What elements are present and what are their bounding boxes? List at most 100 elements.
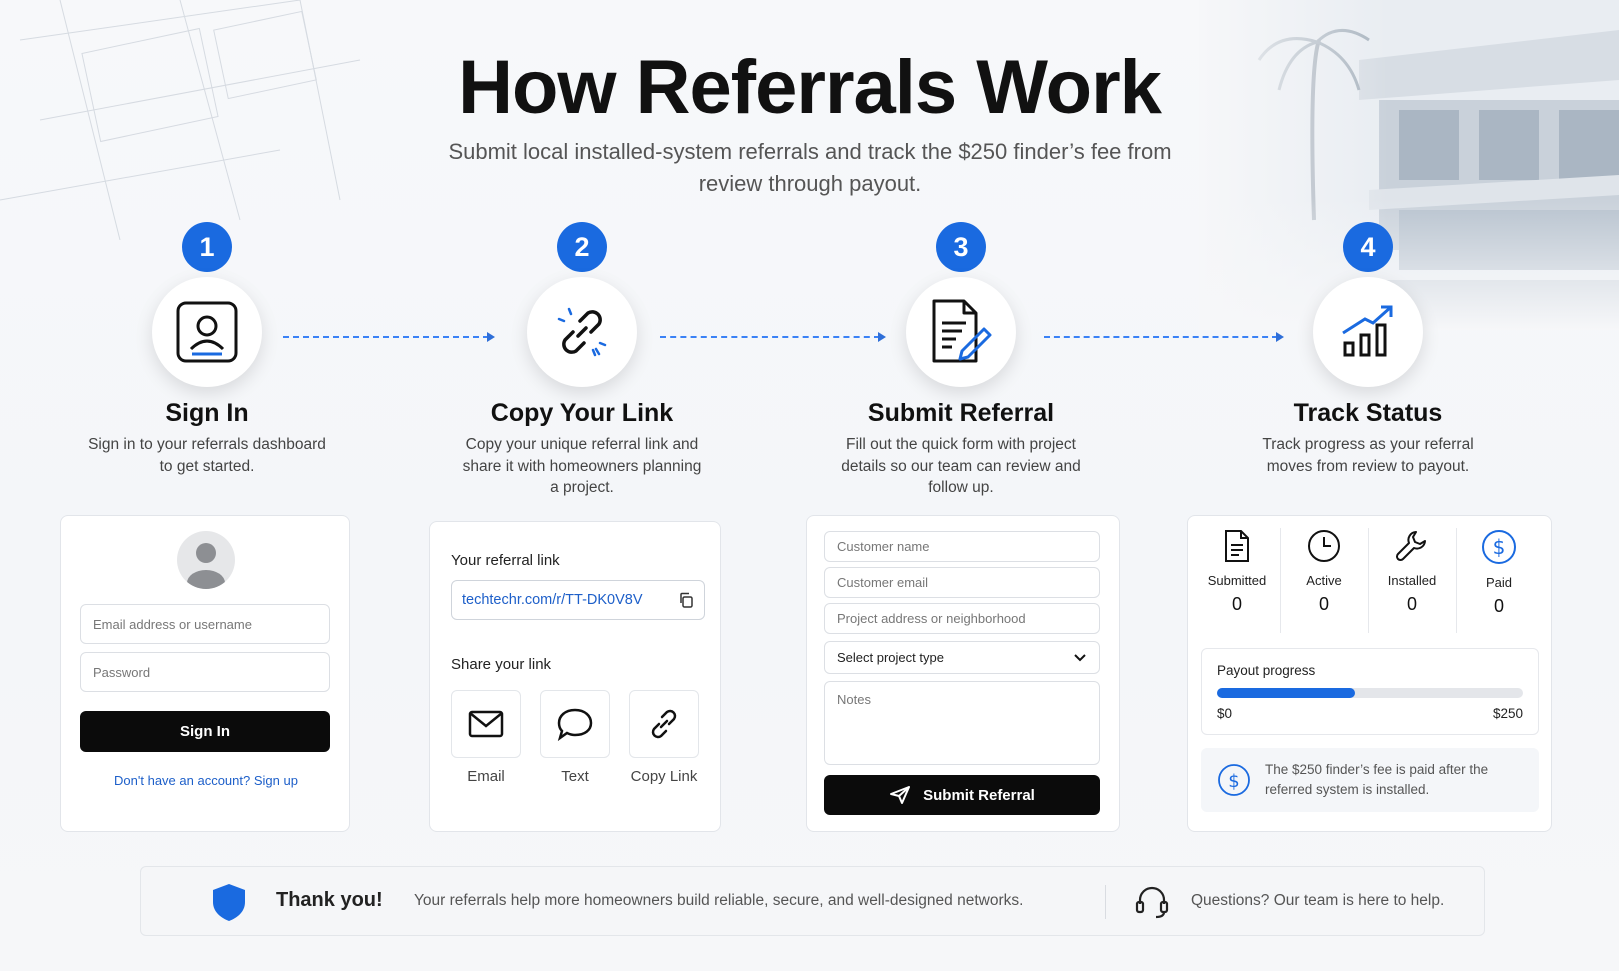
- thank-you-banner: Thank you! Your referrals help more home…: [140, 866, 1485, 936]
- customer-email-field[interactable]: Customer email: [824, 567, 1100, 598]
- share-text-button[interactable]: [540, 690, 610, 758]
- chevron-down-icon: [1074, 653, 1086, 661]
- notes-field[interactable]: Notes: [824, 681, 1100, 765]
- help-text[interactable]: Questions? Our team is here to help.: [1191, 892, 1445, 909]
- avatar: [177, 531, 235, 589]
- document-edit-icon: [932, 299, 992, 363]
- project-type-select[interactable]: Select project type: [824, 641, 1100, 674]
- status-active: Active 0: [1281, 528, 1367, 633]
- sign-in-card: Email address or username Password Sign …: [60, 515, 350, 832]
- shield-icon: [213, 884, 245, 921]
- status-divider: [1456, 528, 1457, 633]
- chart-up-icon: [1342, 305, 1393, 357]
- thank-you-title: Thank you!: [276, 889, 383, 911]
- status-label: Installed: [1387, 573, 1437, 588]
- step-title: Sign In: [165, 399, 249, 427]
- step-title: Copy Your Link: [490, 399, 674, 427]
- step-icon-circle: [527, 277, 637, 387]
- sign-in-button[interactable]: Sign In: [80, 711, 330, 752]
- step-number: 3: [936, 222, 986, 272]
- step-description: Fill out the quick form with project det…: [841, 436, 1081, 496]
- step-submit-referral: 3 Submit Referral Fill out the quick for…: [801, 222, 1121, 499]
- headset-icon: [1135, 886, 1169, 919]
- payout-min: $0: [1217, 706, 1233, 721]
- link-icon: [557, 307, 607, 357]
- status-label: Paid: [1485, 575, 1513, 590]
- referral-link-card: Your referral link techtechr.com/r/TT-DK…: [429, 521, 721, 832]
- payout-note: $ The $250 finder’s fee is paid after th…: [1201, 748, 1539, 812]
- footer-divider: [1105, 885, 1106, 919]
- email-field[interactable]: Email address or username: [80, 604, 330, 644]
- status-submitted: Submitted 0: [1194, 528, 1280, 633]
- submit-referral-button[interactable]: Submit Referral: [824, 775, 1100, 815]
- status-card: Submitted 0 Active 0 Installed 0 $ Paid …: [1187, 515, 1552, 832]
- house-background-image: [1199, 0, 1619, 330]
- share-option-label: Copy Link: [630, 768, 698, 785]
- sign-up-link[interactable]: Don't have an account? Sign up: [114, 773, 298, 788]
- document-icon: [1225, 530, 1249, 562]
- clock-icon: [1308, 530, 1340, 562]
- payout-panel: Payout progress $0 $250: [1201, 648, 1539, 735]
- step-number: 1: [182, 222, 232, 272]
- user-avatar-icon: [187, 543, 225, 589]
- step-track-status: 4 Track Status Track progress as your re…: [1208, 222, 1528, 477]
- payout-max: $250: [1492, 706, 1523, 721]
- link-icon: [651, 709, 677, 739]
- project-address-field[interactable]: Project address or neighborhood: [824, 603, 1100, 634]
- step-description: Track progress as your referral moves fr…: [1262, 436, 1474, 475]
- password-field[interactable]: Password: [80, 652, 330, 692]
- thank-you-message: Your referrals help more homeowners buil…: [414, 892, 1024, 909]
- payout-progress-bar: [1217, 688, 1523, 698]
- chat-bubble-icon: [557, 708, 593, 741]
- step-number: 2: [557, 222, 607, 272]
- svg-text:$: $: [1228, 771, 1239, 792]
- share-copy-link-button[interactable]: [629, 690, 699, 758]
- step-number: 4: [1343, 222, 1393, 272]
- customer-name-field[interactable]: Customer name: [824, 531, 1100, 562]
- step-copy-link: 2 Copy Your Link Copy your unique referr…: [422, 222, 742, 499]
- dollar-circle-icon: $: [1218, 764, 1250, 796]
- status-count: 0: [1493, 596, 1504, 616]
- step-icon-circle: [906, 277, 1016, 387]
- status-count: 0: [1406, 594, 1417, 614]
- referral-link-url: techtechr.com/r/TT-DK0V8V: [462, 592, 643, 608]
- payout-label: Payout progress: [1217, 663, 1316, 678]
- share-email-button[interactable]: [451, 690, 521, 758]
- step-arrow: [660, 332, 886, 342]
- svg-text:$: $: [1493, 535, 1506, 559]
- share-option-label: Text: [561, 768, 589, 785]
- step-sign-in: 1 Sign In Sign in to your referrals dash…: [47, 222, 367, 477]
- status-count: 0: [1318, 594, 1329, 614]
- status-count: 0: [1231, 594, 1242, 614]
- status-paid: $ Paid 0: [1456, 528, 1542, 633]
- copy-icon[interactable]: [678, 592, 694, 608]
- status-label: Submitted: [1207, 573, 1267, 588]
- page-subtitle: Submit local installed-system referrals …: [448, 139, 1172, 196]
- share-option-label: Email: [467, 768, 505, 785]
- user-badge-icon: [176, 301, 238, 363]
- step-description: Sign in to your referrals dashboard to g…: [88, 436, 326, 475]
- wrench-icon: [1395, 531, 1426, 562]
- project-type-value: Select project type: [837, 650, 944, 665]
- share-link-label: Share your link: [451, 656, 552, 673]
- step-arrow: [1044, 332, 1284, 342]
- payout-progress-fill: [1217, 688, 1355, 698]
- status-divider: [1280, 528, 1281, 633]
- status-label: Active: [1306, 573, 1342, 588]
- step-icon-circle: [152, 277, 262, 387]
- referral-link-field[interactable]: techtechr.com/r/TT-DK0V8V: [451, 580, 705, 620]
- send-icon: [890, 786, 911, 804]
- submit-referral-label: Submit Referral: [923, 786, 1035, 804]
- step-description: Copy your unique referral link and share…: [462, 436, 702, 496]
- status-installed: Installed 0: [1369, 528, 1455, 633]
- payout-note-text: The $250 finder’s fee is paid after the …: [1265, 762, 1489, 797]
- status-divider: [1368, 528, 1369, 633]
- referral-form-card: Customer name Customer email Project add…: [806, 515, 1120, 832]
- step-title: Submit Referral: [867, 399, 1055, 427]
- dollar-icon: $: [1482, 530, 1516, 564]
- mail-icon: [468, 710, 504, 738]
- page-title: How Referrals Work: [458, 45, 1162, 130]
- step-title: Track Status: [1293, 399, 1443, 427]
- blueprint-background: [0, 0, 361, 240]
- step-icon-circle: [1313, 277, 1423, 387]
